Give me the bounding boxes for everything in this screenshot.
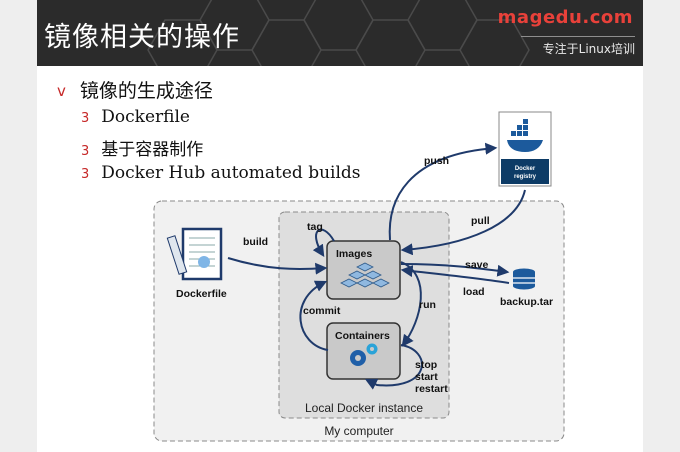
dockerfile-label: Dockerfile xyxy=(176,288,227,300)
run-arrow xyxy=(400,261,422,347)
dockerfile-icon xyxy=(166,227,223,281)
build-label: build xyxy=(243,236,268,248)
stop-label: stop xyxy=(415,359,437,371)
registry-label-2: registry xyxy=(514,174,537,180)
sub-bullet-text: Dockerfile xyxy=(101,107,190,127)
local-instance-label: Local Docker instance xyxy=(305,401,423,415)
image-layers-icon xyxy=(340,262,390,288)
commit-arrow xyxy=(299,280,329,351)
gear-icon xyxy=(350,343,378,366)
sub-bullet-marker: 3 xyxy=(81,167,90,182)
my-computer-label: My computer xyxy=(324,424,393,438)
slide: 镜像相关的操作 magedu.com 专注于Linux培训 v 镜像的生成途径 3… xyxy=(37,0,643,452)
load-label: load xyxy=(463,286,485,298)
save-label: save xyxy=(465,259,489,271)
sub-bullet-1: 3 Dockerfile xyxy=(81,107,190,127)
flow-arrows xyxy=(227,142,526,390)
build-arrow xyxy=(227,257,328,275)
run-label: run xyxy=(419,299,436,311)
sub-bullet-marker: 3 xyxy=(81,144,90,159)
slide-title: 镜像相关的操作 xyxy=(44,22,240,53)
images-label: Images xyxy=(336,248,372,260)
start-label: start xyxy=(415,371,438,383)
stop-start-arrow xyxy=(364,344,423,390)
pull-label: pull xyxy=(471,215,490,227)
registry-label-1: Docker xyxy=(515,166,536,172)
docker-registry-icon xyxy=(498,111,552,187)
tag-label: tag xyxy=(307,221,323,233)
sub-bullet-text: Docker Hub automated builds xyxy=(101,163,361,183)
bullet-marker: v xyxy=(57,82,66,100)
sub-bullet-2: 3 基于容器制作 xyxy=(81,135,203,160)
docker-image-diagram: push pull tag build Images Containers co… xyxy=(153,111,565,442)
brand-logo: magedu.com xyxy=(497,7,633,28)
containers-label: Containers xyxy=(335,330,390,342)
main-bullet-text: 镜像的生成途径 xyxy=(79,80,213,102)
brand-tagline: 专注于Linux培训 xyxy=(521,36,635,57)
push-label: push xyxy=(424,155,449,167)
main-bullet: v 镜像的生成途径 xyxy=(57,76,213,103)
right-margin xyxy=(643,0,680,452)
sub-bullet-text: 基于容器制作 xyxy=(101,140,204,160)
slide-header: 镜像相关的操作 magedu.com 专注于Linux培训 xyxy=(37,0,643,66)
sub-bullet-3: 3 Docker Hub automated builds xyxy=(81,163,361,183)
left-margin xyxy=(0,0,37,452)
backup-label: backup.tar xyxy=(500,296,553,308)
tag-arrow xyxy=(312,228,335,258)
commit-label: commit xyxy=(303,305,341,317)
hexagon-pattern xyxy=(147,0,530,66)
database-icon xyxy=(513,268,535,290)
push-arrow xyxy=(388,142,498,241)
containers-box xyxy=(326,322,401,380)
pull-arrow xyxy=(400,189,526,256)
save-arrow xyxy=(400,263,510,277)
restart-label: restart xyxy=(415,383,448,395)
sub-bullet-marker: 3 xyxy=(81,111,90,126)
